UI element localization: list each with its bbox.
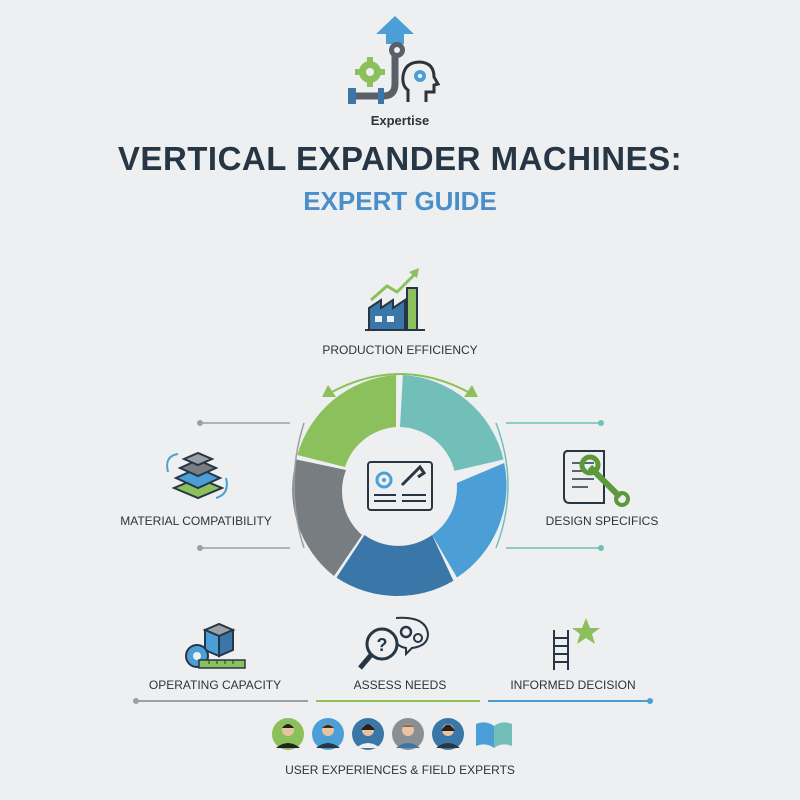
factory-growth-icon bbox=[365, 268, 425, 331]
capacity-measure-icon bbox=[185, 622, 246, 669]
segment-assess-needs bbox=[336, 535, 454, 597]
expertise-wheel bbox=[292, 373, 507, 597]
person-avatar-icon bbox=[352, 718, 384, 750]
production-efficiency-label: PRODUCTION EFFICIENCY bbox=[322, 343, 478, 357]
expertise-label: Expertise bbox=[370, 113, 430, 128]
segment-production-efficiency bbox=[400, 375, 504, 471]
svg-text:?: ? bbox=[377, 635, 388, 655]
open-book-icon bbox=[476, 722, 512, 748]
segment-design-specifics bbox=[432, 463, 507, 578]
design-specifics-label: DESIGN SPECIFICS bbox=[545, 514, 659, 528]
page-subtitle: EXPERT GUIDE bbox=[303, 186, 497, 216]
page-title: VERTICAL EXPANDER MACHINES: bbox=[117, 140, 683, 177]
person-avatar-icon bbox=[392, 718, 424, 750]
operating-capacity-label: OPERATING CAPACITY bbox=[148, 678, 282, 692]
assess-needs-label: ASSESS NEEDS bbox=[353, 678, 447, 692]
segment-material-compatibility bbox=[292, 459, 362, 576]
person-avatar-icon bbox=[272, 718, 304, 750]
segment-top-left bbox=[297, 375, 397, 467]
material-compatibility-label: MATERIAL COMPATIBILITY bbox=[120, 514, 272, 528]
material-layers-icon bbox=[166, 451, 228, 500]
magnifier-question-icon: ? bbox=[358, 616, 430, 670]
ladder-star-icon bbox=[553, 618, 600, 670]
dashboard-gear-wrench-icon bbox=[367, 461, 433, 511]
experts-avatar-row bbox=[272, 718, 512, 750]
person-avatar-icon bbox=[312, 718, 344, 750]
blueprint-wrench-icon bbox=[563, 450, 630, 507]
expertise-icon bbox=[348, 16, 441, 104]
informed-decision-label: INFORMED DECISION bbox=[510, 678, 636, 692]
cycle-arrow bbox=[329, 373, 471, 394]
person-avatar-icon bbox=[432, 718, 464, 750]
user-experiences-label: USER EXPERIENCES & FIELD EXPERTS bbox=[285, 763, 515, 777]
